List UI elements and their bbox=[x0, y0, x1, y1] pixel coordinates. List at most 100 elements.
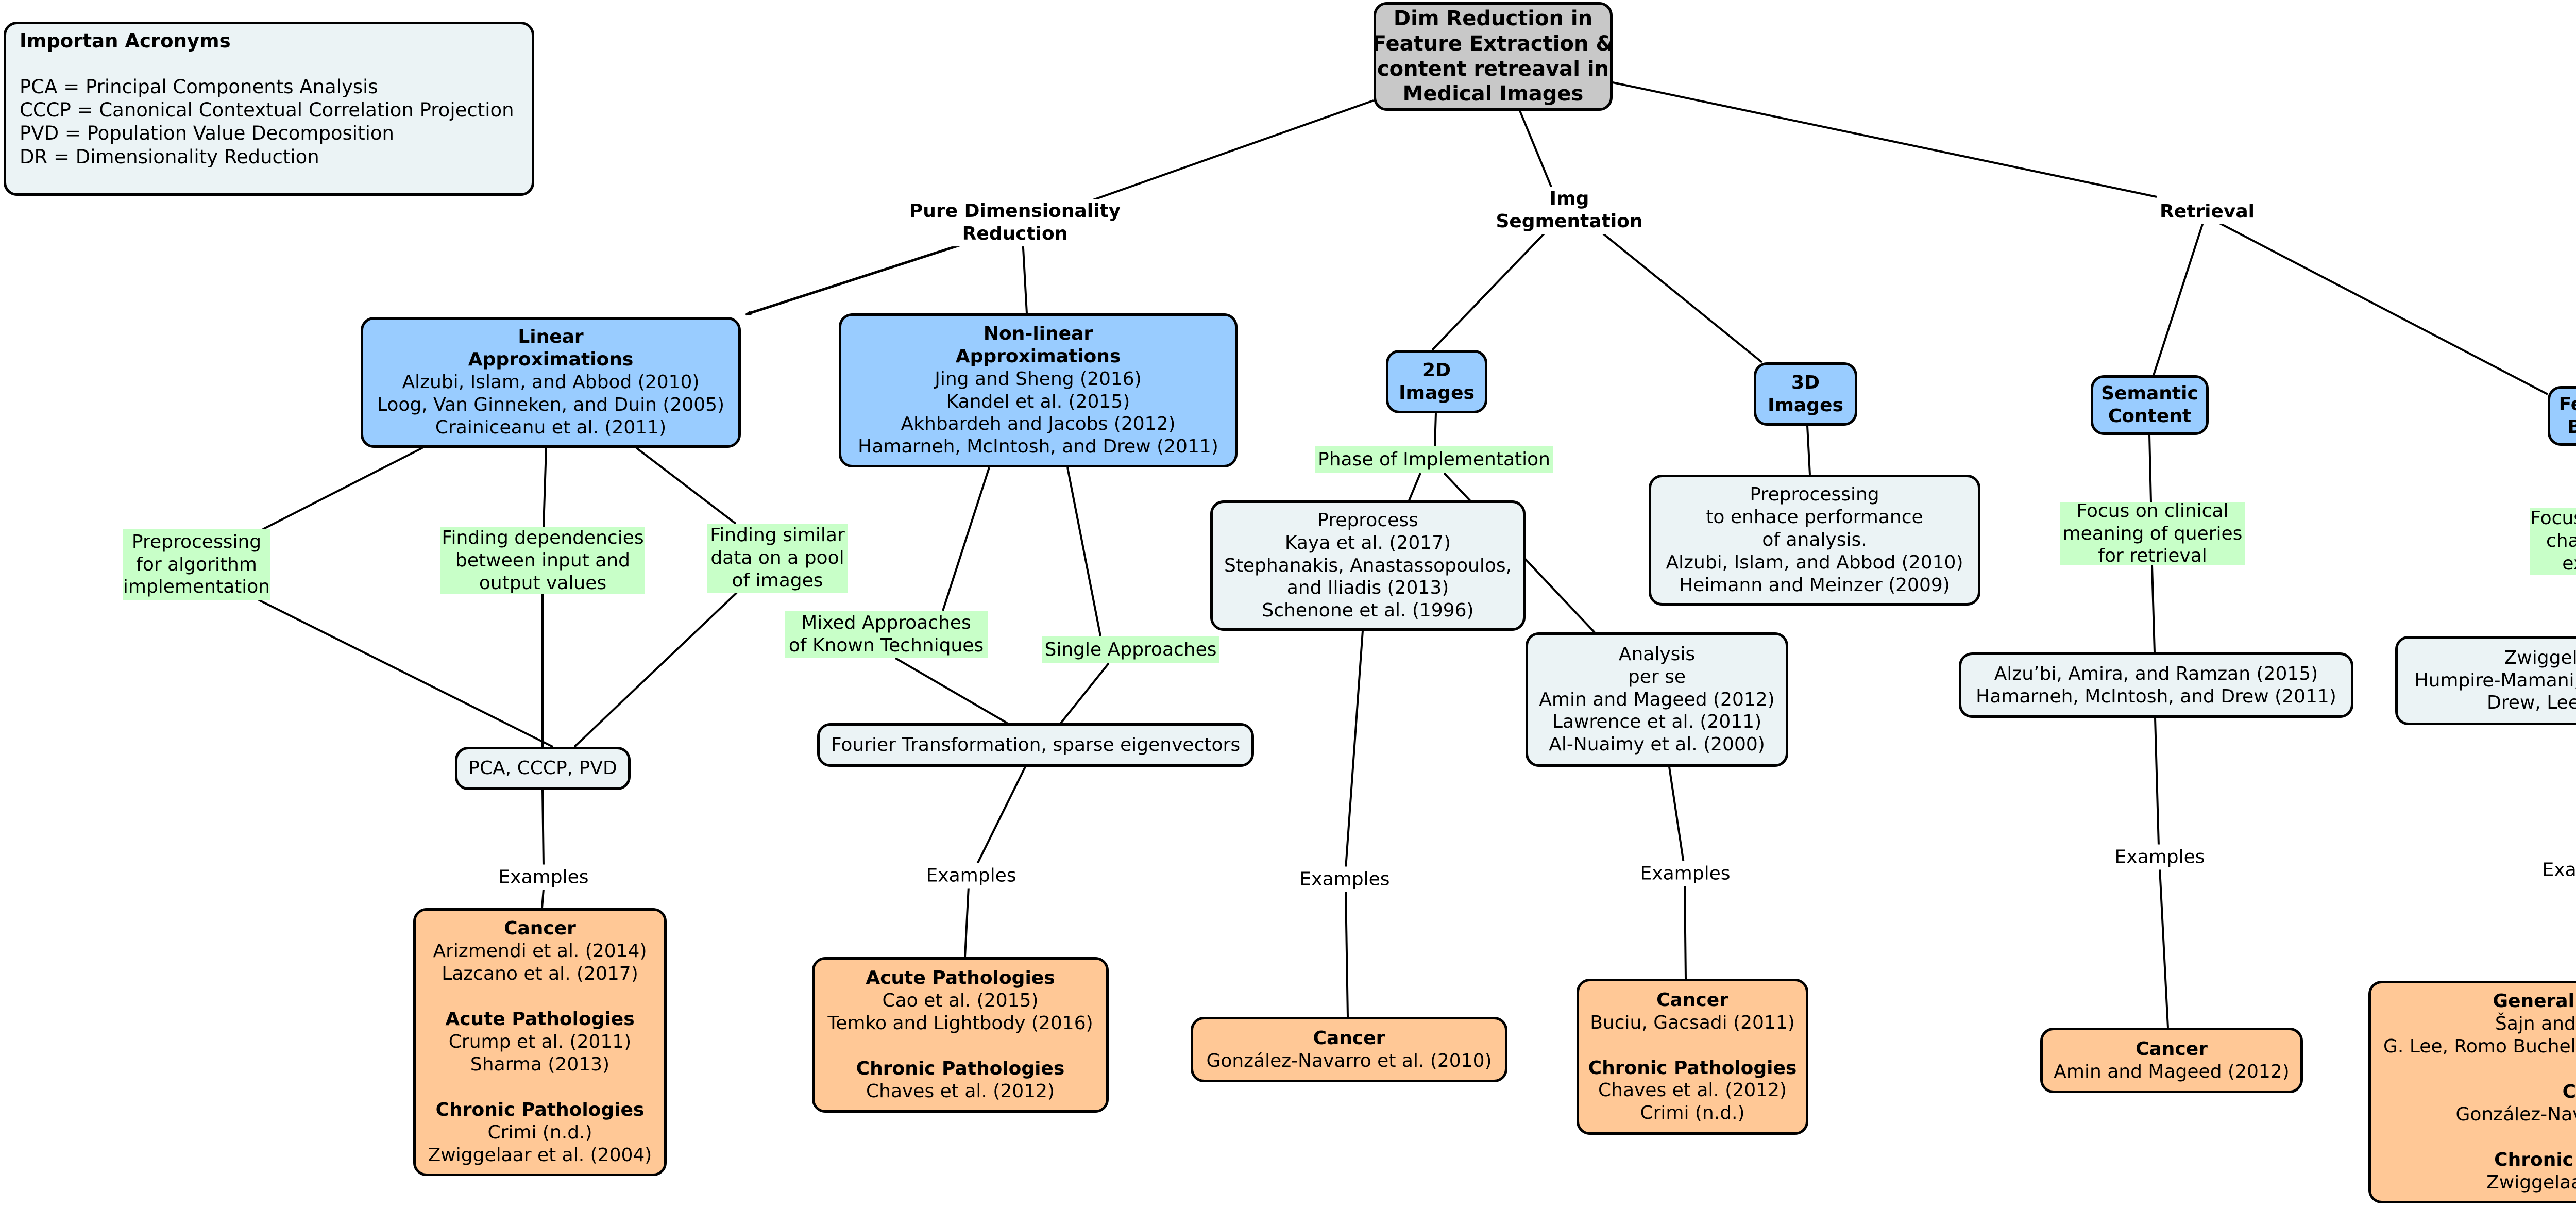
edge-linear-dep bbox=[543, 447, 547, 528]
link-label-line: meaning of queries bbox=[2062, 523, 2243, 544]
branch-pure-dimensionality-reduction[interactable]: Pure Dimensionality Reduction bbox=[906, 199, 1124, 246]
examples-label: Examples bbox=[922, 863, 1021, 889]
examples-nonlinear[interactable]: Acute Pathologies Cao et al. (2015) Temk… bbox=[812, 957, 1109, 1113]
concept-nonlinear-approximations[interactable]: Non-linear Approximations Jing and Sheng… bbox=[839, 313, 1238, 467]
detail-line: Fourier Transformation, sparse eigenvect… bbox=[831, 734, 1241, 756]
root-line: Feature Extraction & bbox=[1372, 31, 1614, 56]
branch-line: Reduction bbox=[962, 223, 1068, 244]
root-line: Medical Images bbox=[1402, 82, 1584, 106]
examples-linear[interactable]: Cancer Arizmendi et al. (2014) Lazcano e… bbox=[413, 908, 667, 1176]
concept-2d-images[interactable]: 2D Images bbox=[1386, 350, 1487, 413]
reference: Buciu, Gacsadi (2011) bbox=[1590, 1012, 1795, 1033]
link-label-mixed-approaches: Mixed Approaches of Known Techniques bbox=[785, 611, 988, 658]
examples-preprocess[interactable]: Cancer González-Navarro et al. (2010) bbox=[1191, 1017, 1507, 1082]
examples-label: Examples bbox=[494, 864, 593, 890]
edge-img-seg-3d bbox=[1594, 226, 1763, 363]
reference: Akhbardeh and Jacobs (2012) bbox=[901, 413, 1176, 435]
example-category: Acute Pathologies bbox=[445, 1009, 635, 1030]
detail-line: Heimann and Meinzer (2009) bbox=[1679, 574, 1950, 596]
reference: Zwiggelaar et al. (2004) bbox=[428, 1144, 652, 1166]
examples-semantic[interactable]: Cancer Amin and Mageed (2012) bbox=[2040, 1028, 2303, 1093]
reference: Sharma (2013) bbox=[470, 1053, 610, 1075]
detail-line: per se bbox=[1628, 666, 1686, 688]
link-label-line: Finding similar bbox=[710, 525, 845, 546]
detail-semantic-references[interactable]: Alzu’bi, Amira, and Ramzan (2015) Hamarn… bbox=[1959, 652, 2353, 718]
link-label-line: for algorithm bbox=[136, 554, 257, 575]
edge-phase-preprocess bbox=[1408, 473, 1421, 501]
link-label-line: characteristic bbox=[2546, 530, 2576, 552]
reference: Zwiggelaar et al. (2004) bbox=[2486, 1171, 2576, 1193]
edge-linear-sim bbox=[635, 447, 737, 525]
link-label-focus-clinical: Focus on clinical meaning of queries for… bbox=[2060, 500, 2245, 566]
detail-line: Humpire-Mamani, Traina, and Traina (2012… bbox=[2414, 669, 2576, 691]
link-label-line: extraction bbox=[2562, 552, 2576, 574]
link-label-focus-specific: Focus on specific characteristic extract… bbox=[2530, 508, 2576, 575]
edge-pure-dr-linear bbox=[745, 237, 980, 316]
edge-nonlinear-single bbox=[1066, 467, 1101, 636]
example-category: Acute Pathologies bbox=[866, 967, 1055, 989]
link-label-line: Single Approaches bbox=[1044, 639, 1217, 660]
edge-root-img-seg bbox=[1519, 110, 1553, 189]
edge-examples-analysis-ex bbox=[1684, 884, 1687, 979]
root-line: Dim Reduction in bbox=[1393, 6, 1593, 30]
edge-2d-phase bbox=[1434, 413, 1437, 446]
link-label-line: Focus on clinical bbox=[2076, 500, 2229, 522]
reference: Chaves et al. (2012) bbox=[1598, 1080, 1787, 1101]
detail-fourier-transformation[interactable]: Fourier Transformation, sparse eigenvect… bbox=[817, 723, 1254, 767]
detail-line: Al-Nuaimy et al. (2000) bbox=[1549, 734, 1765, 756]
link-label-line: Preprocessing bbox=[131, 531, 262, 552]
edge-linear-prep bbox=[262, 447, 423, 530]
reference: Loog, Van Ginneken, and Duin (2005) bbox=[377, 394, 725, 415]
reference: Amin and Mageed (2012) bbox=[2054, 1061, 2290, 1082]
link-label-line: of Known Techniques bbox=[788, 635, 984, 656]
root-line: content retreaval in bbox=[1377, 57, 1609, 81]
detail-analysis-per-se[interactable]: Analysis per se Amin and Mageed (2012) L… bbox=[1526, 632, 1788, 767]
edge-examples-semantic-ex bbox=[2159, 868, 2169, 1028]
detail-line: Alzubi, Islam, and Abbod (2010) bbox=[1666, 551, 1963, 573]
concept-semantic-content[interactable]: Semantic Content bbox=[2091, 375, 2209, 435]
edge-semantic-focus bbox=[2148, 434, 2152, 502]
detail-line: PCA, CCCP, PVD bbox=[468, 758, 617, 779]
root-concept[interactable]: Dim Reduction in Feature Extraction & co… bbox=[1372, 2, 1614, 111]
legend-item: PCA = Principal Components Analysis bbox=[20, 76, 378, 98]
acronyms-legend: Importan Acronyms PCA = Principal Compon… bbox=[4, 22, 534, 196]
edge-preprocess-examples bbox=[1345, 630, 1364, 869]
edge-examples-preprocess-ex bbox=[1345, 890, 1349, 1017]
detail-line: Analysis bbox=[1618, 643, 1696, 665]
detail-line: Zwiggelaar et al. (2004) bbox=[2504, 647, 2576, 668]
branch-retrieval[interactable]: Retrieval bbox=[2157, 199, 2258, 224]
detail-line: to enhace performance bbox=[1706, 507, 1923, 528]
example-category: Chronic Pathologies bbox=[2494, 1149, 2576, 1170]
reference: Lazcano et al. (2017) bbox=[442, 963, 638, 985]
detail-line: and Iliadis (2013) bbox=[1286, 577, 1449, 599]
branch-img-segmentation[interactable]: Img Segmentation bbox=[1493, 187, 1646, 234]
examples-analysis[interactable]: Cancer Buciu, Gacsadi (2011) Chronic Pat… bbox=[1577, 979, 1808, 1135]
link-label-single-approaches: Single Approaches bbox=[1042, 636, 1219, 663]
detail-preprocessing-3d[interactable]: Preprocessing to enhace performance of a… bbox=[1649, 475, 1980, 606]
edge-3d-preprocess3d bbox=[1806, 425, 1811, 475]
example-category: Chronic Pathologies bbox=[1588, 1057, 1797, 1079]
examples-feature[interactable]: General Approaches Šajn and Kukar (2011)… bbox=[2368, 981, 2576, 1203]
concept-feature-based[interactable]: Feature Based bbox=[2548, 386, 2576, 446]
edge-alzubi-examples bbox=[2154, 717, 2160, 847]
detail-line: Hamarneh, McIntosh, and Drew (2011) bbox=[1976, 685, 2336, 707]
reference: Arizmendi et al. (2014) bbox=[433, 941, 647, 962]
reference: González-Navarro et al. (2010) bbox=[2455, 1103, 2576, 1125]
concept-3d-images[interactable]: 3D Images bbox=[1754, 362, 1857, 426]
detail-feature-references[interactable]: Zwiggelaar et al. (2004) Humpire-Mamani,… bbox=[2395, 636, 2576, 725]
edge-single-fourier bbox=[1060, 662, 1110, 724]
edge-focus-alzubi bbox=[2151, 565, 2156, 653]
concept-linear-approximations[interactable]: Linear Approximations Alzubi, Islam, and… bbox=[361, 317, 741, 448]
example-category: General Approaches bbox=[2493, 991, 2576, 1012]
reference: Crainiceanu et al. (2011) bbox=[435, 416, 667, 438]
detail-line: Kaya et al. (2017) bbox=[1284, 532, 1451, 554]
detail-pca-cccp-pvd[interactable]: PCA, CCCP, PVD bbox=[455, 747, 631, 790]
edge-analysis-examples bbox=[1668, 766, 1685, 864]
edge-examples-nonlinear-ex bbox=[964, 886, 970, 958]
link-label-line: implementation bbox=[123, 576, 270, 598]
link-label-line: Mixed Approaches bbox=[801, 612, 971, 634]
concept-title: Images bbox=[1399, 382, 1475, 404]
concept-title: Linear bbox=[518, 326, 584, 348]
legend-item: DR = Dimensionality Reduction bbox=[20, 145, 319, 168]
detail-preprocess-2d[interactable]: Preprocess Kaya et al. (2017) Stephanaki… bbox=[1210, 500, 1526, 631]
